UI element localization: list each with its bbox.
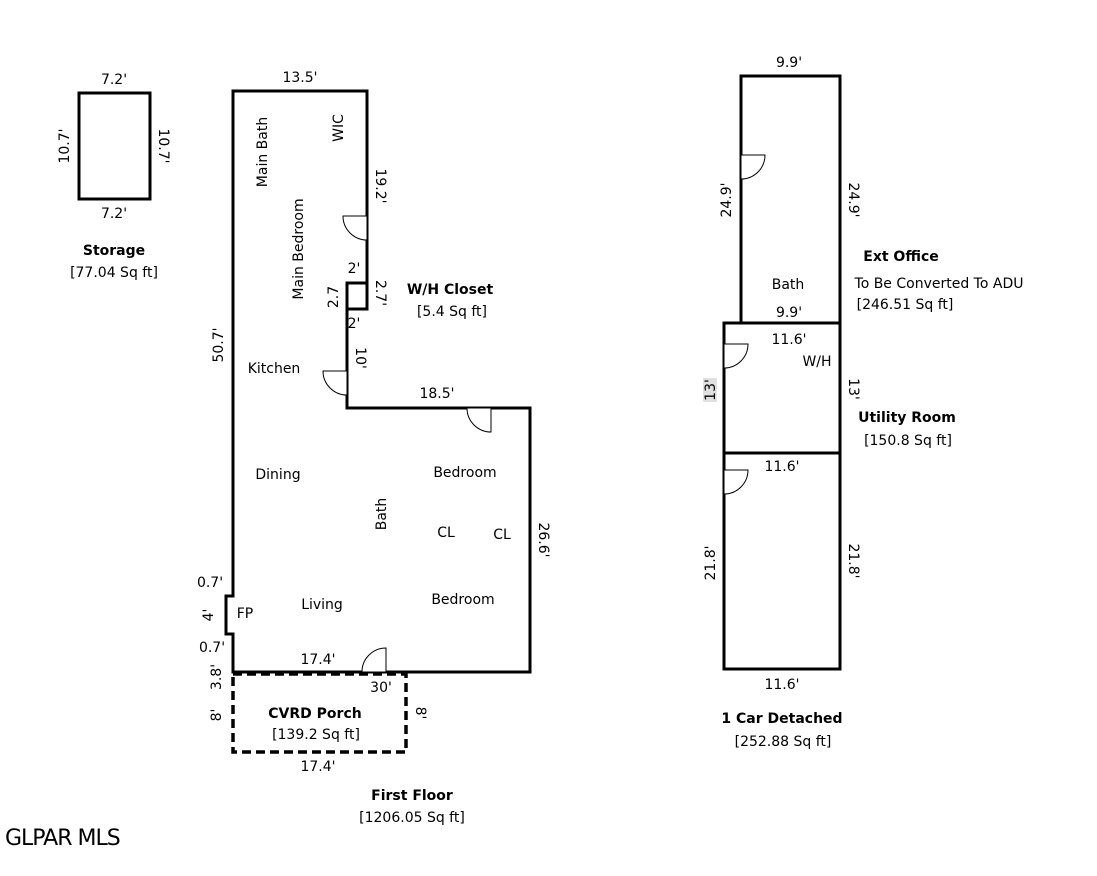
office-title: Ext Office — [863, 249, 938, 265]
first-floor-dim-top: 13.5' — [282, 70, 317, 86]
mls-logo: GLPAR MLS — [5, 826, 120, 851]
door-swing-front — [361, 647, 387, 673]
garage-area: [252.88 Sq ft] — [735, 734, 832, 750]
porch-outline — [231, 672, 408, 754]
first-floor-dim-bottom: 17.4' — [300, 652, 335, 668]
utility-dim-left: 13' — [703, 379, 719, 401]
door-swing-utility — [723, 343, 749, 369]
wh-closet-area: [5.4 Sq ft] — [417, 304, 487, 320]
porch-dim-right: 8' — [412, 707, 428, 720]
fireplace-dim-bottom: 0.7' — [199, 640, 225, 656]
room-label-dining: Dining — [255, 467, 300, 483]
first-floor-dim-bottom-total: 30' — [370, 680, 392, 696]
garage-dim-bottom: 11.6' — [764, 677, 799, 693]
room-label-closet-2: CL — [493, 527, 511, 543]
wh-closet-dim-bottom: 2' — [348, 316, 361, 332]
storage-dim-bottom: 7.2' — [101, 206, 127, 222]
garage-dim-right: 21.8' — [845, 543, 861, 578]
utility-room: 11.6' 13' 13' W/H Utility Room [150.8 Sq… — [703, 321, 956, 455]
ext-office: 9.9' 24.9' 24.9' 9.9' Bath Ext Office To… — [719, 55, 1024, 325]
garage-title: 1 Car Detached — [721, 711, 842, 727]
fireplace-dim-top: 0.7' — [197, 575, 223, 591]
office-dim-bottom: 9.9' — [776, 305, 802, 321]
room-label-main-bath: Main Bath — [255, 117, 271, 187]
garage-outline — [722, 451, 842, 671]
room-label-living: Living — [301, 597, 343, 613]
room-label-fireplace: FP — [237, 606, 254, 622]
door-swing-kitchen — [322, 370, 348, 396]
porch-area: [139.2 Sq ft] — [272, 727, 360, 743]
detached-garage: 11.6' 21.8' 21.8' 11.6' 1 Car Detached [… — [703, 451, 861, 750]
room-label-bedroom-1: Bedroom — [433, 465, 496, 481]
room-label-office-bath: Bath — [772, 277, 805, 293]
room-label-water-heater: W/H — [802, 354, 831, 370]
storage-dim-left: 10.7' — [57, 128, 73, 163]
room-label-main-bedroom: Main Bedroom — [291, 198, 307, 299]
first-floor-dim-right-upper: 19.2' — [372, 168, 388, 203]
garage-dim-left: 21.8' — [703, 545, 719, 580]
first-floor-area: [1206.05 Sq ft] — [359, 810, 465, 826]
storage-dim-right: 10.7' — [155, 128, 171, 163]
door-swing-garage — [723, 469, 749, 495]
utility-dim-left-highlight — [703, 378, 717, 402]
office-dim-right: 24.9' — [845, 182, 861, 217]
utility-dim-top: 11.6' — [771, 332, 806, 348]
office-subtitle: To Be Converted To ADU — [854, 276, 1024, 292]
porch-title: CVRD Porch — [268, 706, 361, 722]
porch-dim-bottom: 17.4' — [300, 759, 335, 775]
door-swing-bedroom — [466, 407, 492, 433]
first-floor-dim-step-top: 18.5' — [419, 386, 454, 402]
room-label-wic: WIC — [331, 114, 347, 142]
utility-area: [150.8 Sq ft] — [864, 433, 952, 449]
storage-area: [77.04 Sq ft] — [70, 265, 158, 281]
first-floor-title: First Floor — [371, 788, 453, 804]
wh-closet-dim-right: 2.7' — [372, 280, 388, 306]
storage-outline — [77, 91, 152, 201]
first-floor-dim-right-lower: 26.6' — [535, 522, 551, 557]
door-swing-office — [740, 154, 766, 180]
first-floor-dim-left: 50.7' — [211, 327, 227, 362]
room-label-closet-1: CL — [437, 525, 455, 541]
office-area: [246.51 Sq ft] — [857, 297, 954, 313]
office-dim-left: 24.9' — [719, 182, 735, 217]
room-label-bedroom-2: Bedroom — [431, 592, 494, 608]
garage-dim-top: 11.6' — [764, 459, 799, 475]
storage-building: 7.2' 7.2' 10.7' 10.7' Storage [77.04 Sq … — [57, 72, 171, 281]
storage-title: Storage — [83, 243, 145, 259]
office-dim-top: 9.9' — [776, 55, 802, 71]
covered-porch: 8' 8' 17.4' CVRD Porch [139.2 Sq ft] — [209, 672, 428, 775]
door-swing-main-bedroom — [342, 215, 368, 241]
wh-closet-title: W/H Closet — [407, 282, 494, 298]
wh-closet-outline — [345, 281, 369, 311]
wh-closet-dim-top: 2' — [348, 261, 361, 277]
room-label-kitchen: Kitchen — [248, 361, 301, 377]
fireplace-dim: 4' — [201, 609, 217, 622]
wh-closet-dim-left: 2.7 — [326, 286, 342, 308]
room-label-bath: Bath — [374, 498, 390, 531]
porch-dim-left-top: 3.8' — [209, 664, 225, 690]
porch-dim-left: 8' — [209, 709, 225, 722]
storage-dim-top: 7.2' — [101, 72, 127, 88]
utility-dim-right: 13' — [845, 378, 861, 400]
utility-title: Utility Room — [858, 410, 956, 426]
first-floor-plan: 13.5' 19.2' 50.7' 2' 2.7 2.7' 2' 10' 18.… — [197, 70, 551, 826]
first-floor-dim-step: 10' — [352, 347, 368, 369]
